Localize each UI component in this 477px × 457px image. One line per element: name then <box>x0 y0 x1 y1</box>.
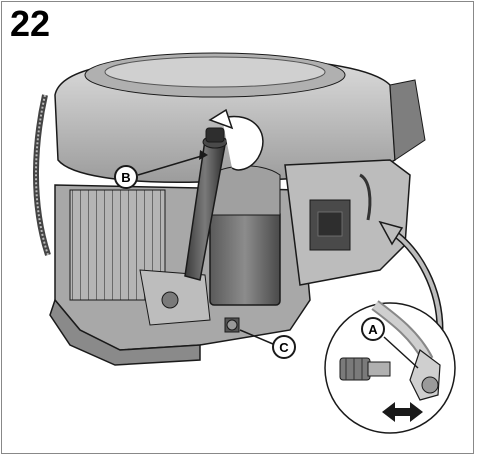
detail-arrow <box>378 220 444 331</box>
engine-block <box>49 184 311 366</box>
svg-text:C: C <box>279 340 289 355</box>
leader-b <box>137 154 206 176</box>
rotation-arrow <box>208 108 264 171</box>
figure-number: 22 <box>10 3 51 44</box>
oil-cooler-line <box>33 94 51 256</box>
svg-text:B: B <box>121 170 130 185</box>
svg-text:A: A <box>368 322 378 337</box>
leader-c <box>239 329 274 345</box>
starter-motor <box>204 165 281 306</box>
detail-inset <box>324 300 456 434</box>
dipstick-tube <box>184 127 228 281</box>
push-pull-arrow <box>382 402 423 422</box>
leader-b-head <box>199 150 208 160</box>
quick-connect-fitting <box>339 357 391 381</box>
callout-b: B <box>114 165 138 189</box>
side-panel <box>284 159 411 286</box>
callout-c: C <box>272 335 296 359</box>
oil-drain-fitting <box>224 317 240 333</box>
callout-a: A <box>361 317 385 341</box>
